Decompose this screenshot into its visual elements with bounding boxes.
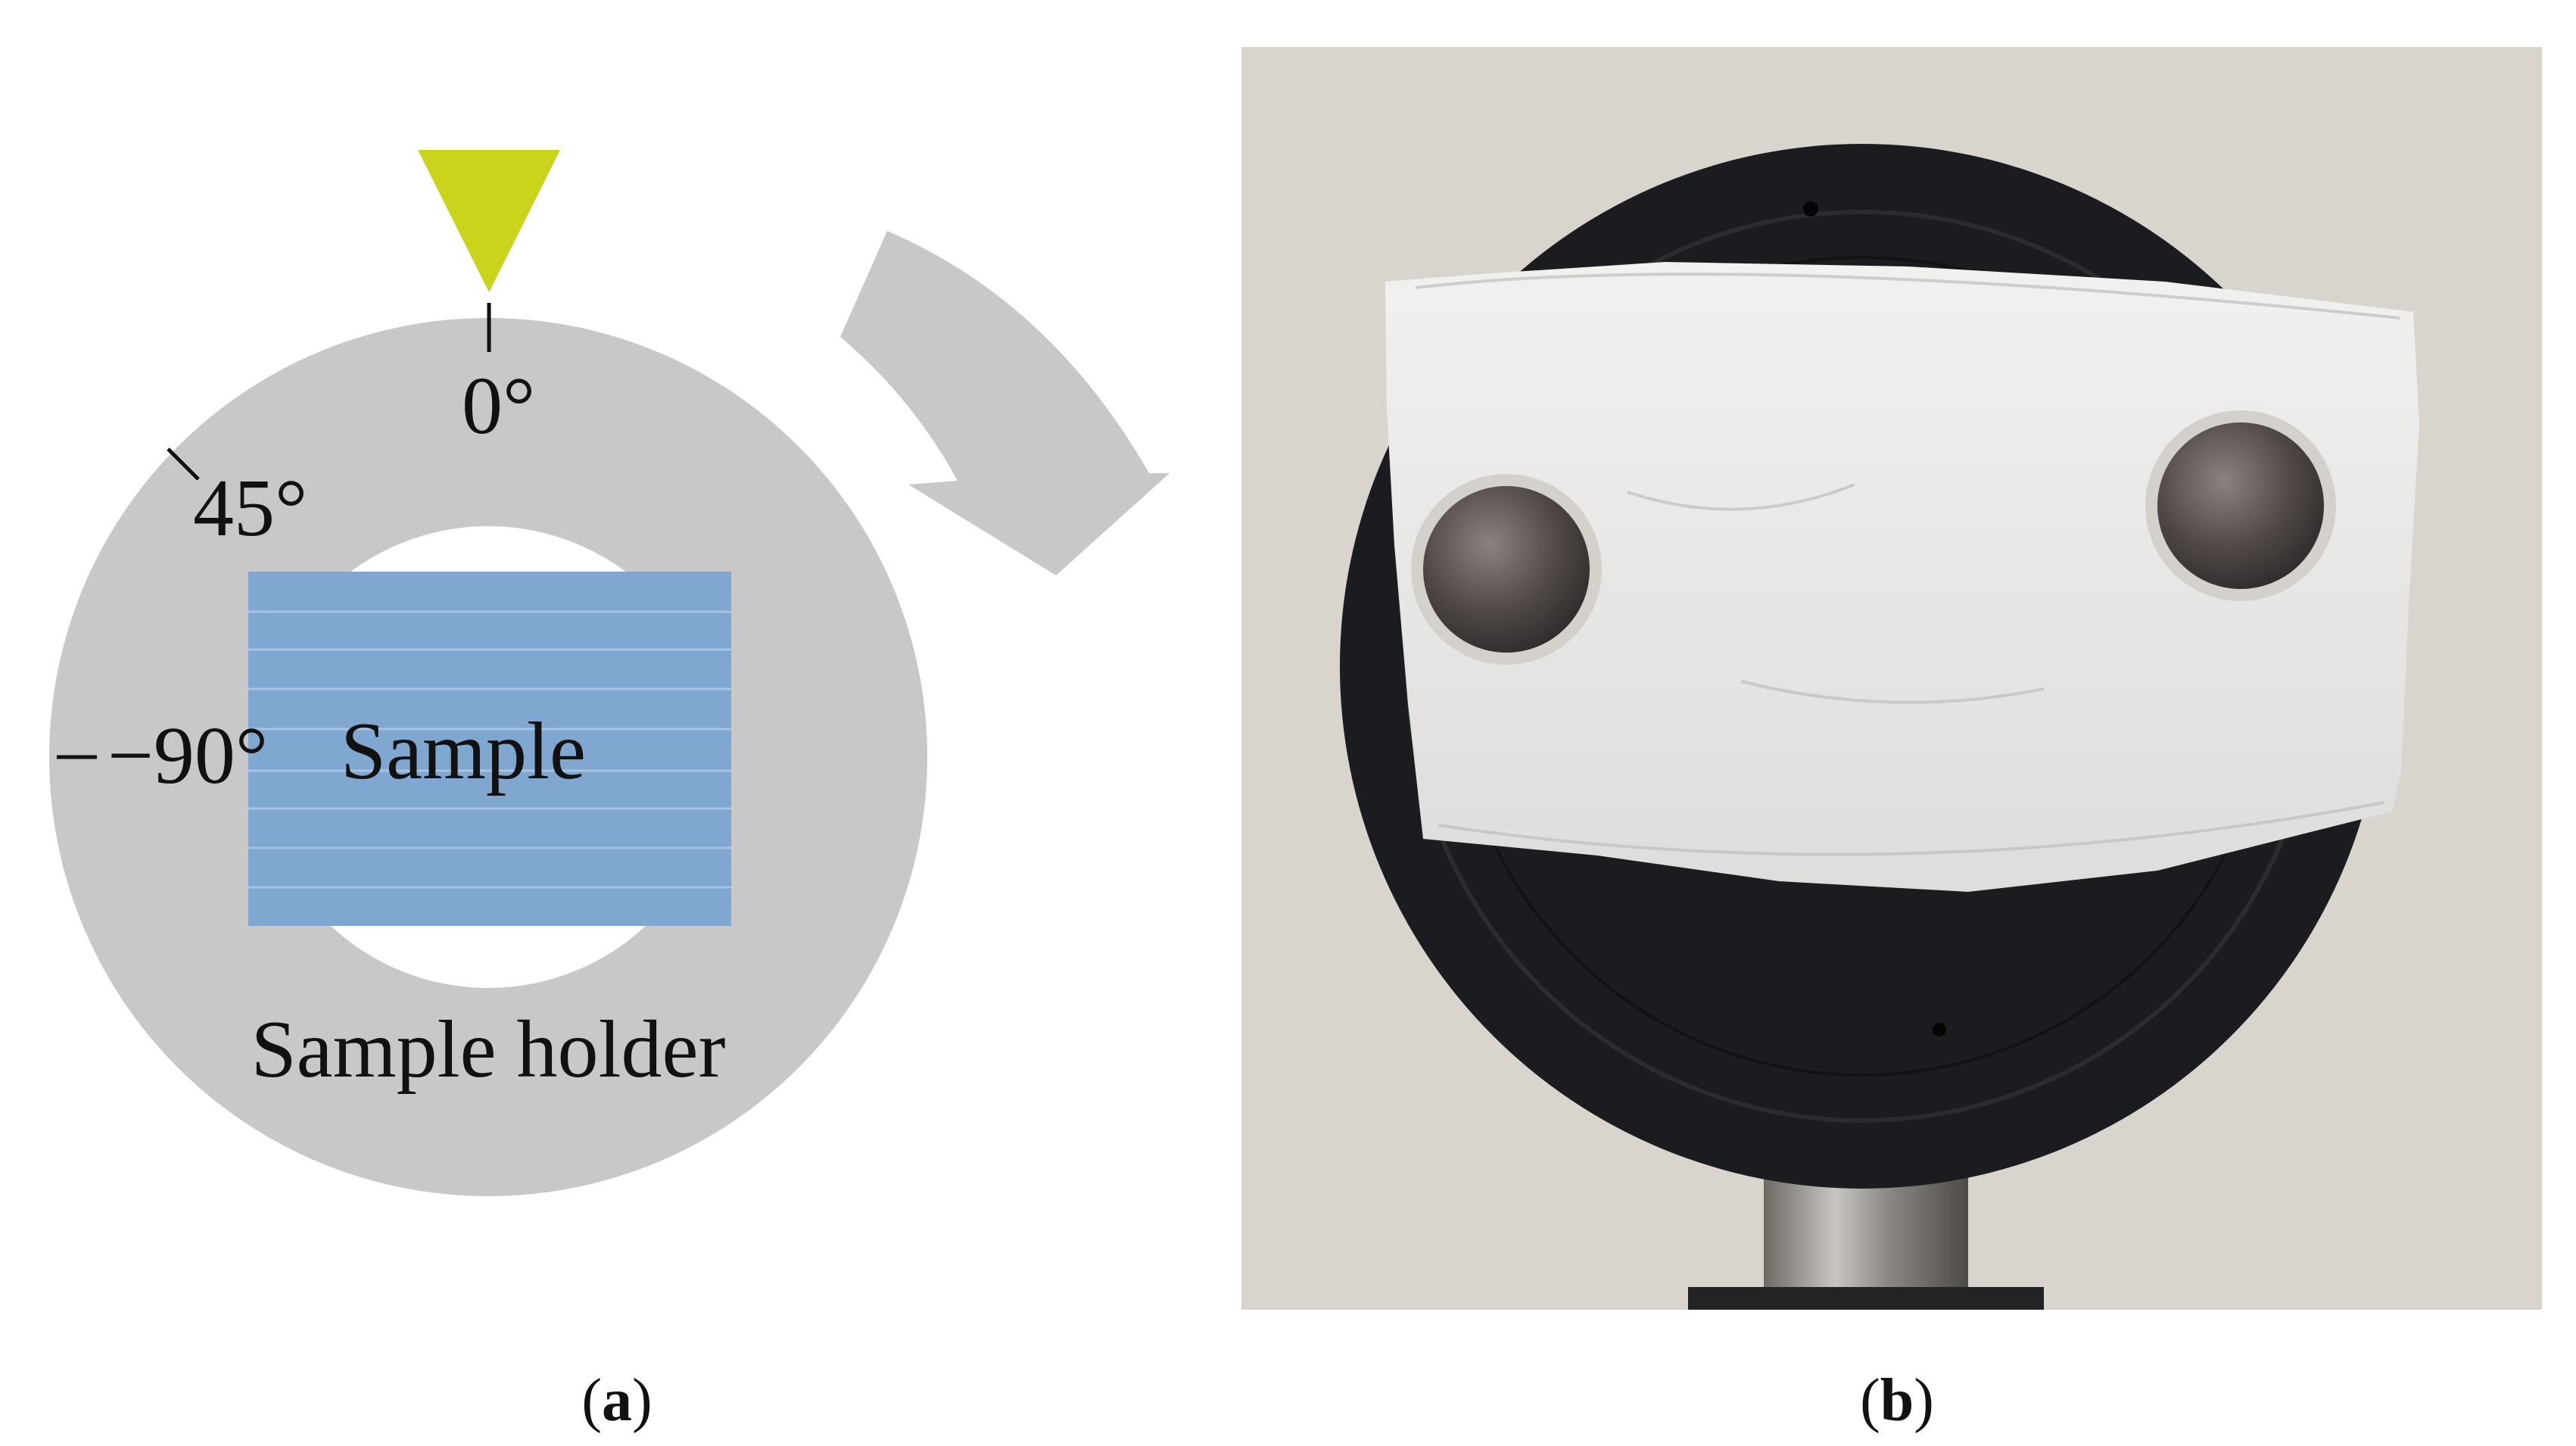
rotation-arrow-icon: [840, 231, 1170, 575]
magnet-left: [1411, 474, 1602, 665]
caption-b: (b): [1860, 1367, 1934, 1434]
marker-triangle-icon: [418, 150, 560, 292]
panel-a: 0° 45° −90° Sample Sample holder: [49, 150, 1170, 1196]
sample-rect: [248, 572, 731, 926]
magnet-right: [2145, 410, 2336, 601]
caption-a: (a): [581, 1367, 652, 1434]
sample-label: Sample: [341, 706, 586, 796]
angle-label-0: 0°: [462, 361, 535, 451]
paper-sample: [1385, 262, 2419, 892]
holder-label: Sample holder: [251, 1005, 726, 1095]
angle-label-45: 45°: [193, 463, 307, 553]
tick-45: [167, 447, 200, 481]
panel-b-photo: [1241, 47, 2542, 1310]
angle-label-minus90: −90°: [107, 711, 268, 801]
